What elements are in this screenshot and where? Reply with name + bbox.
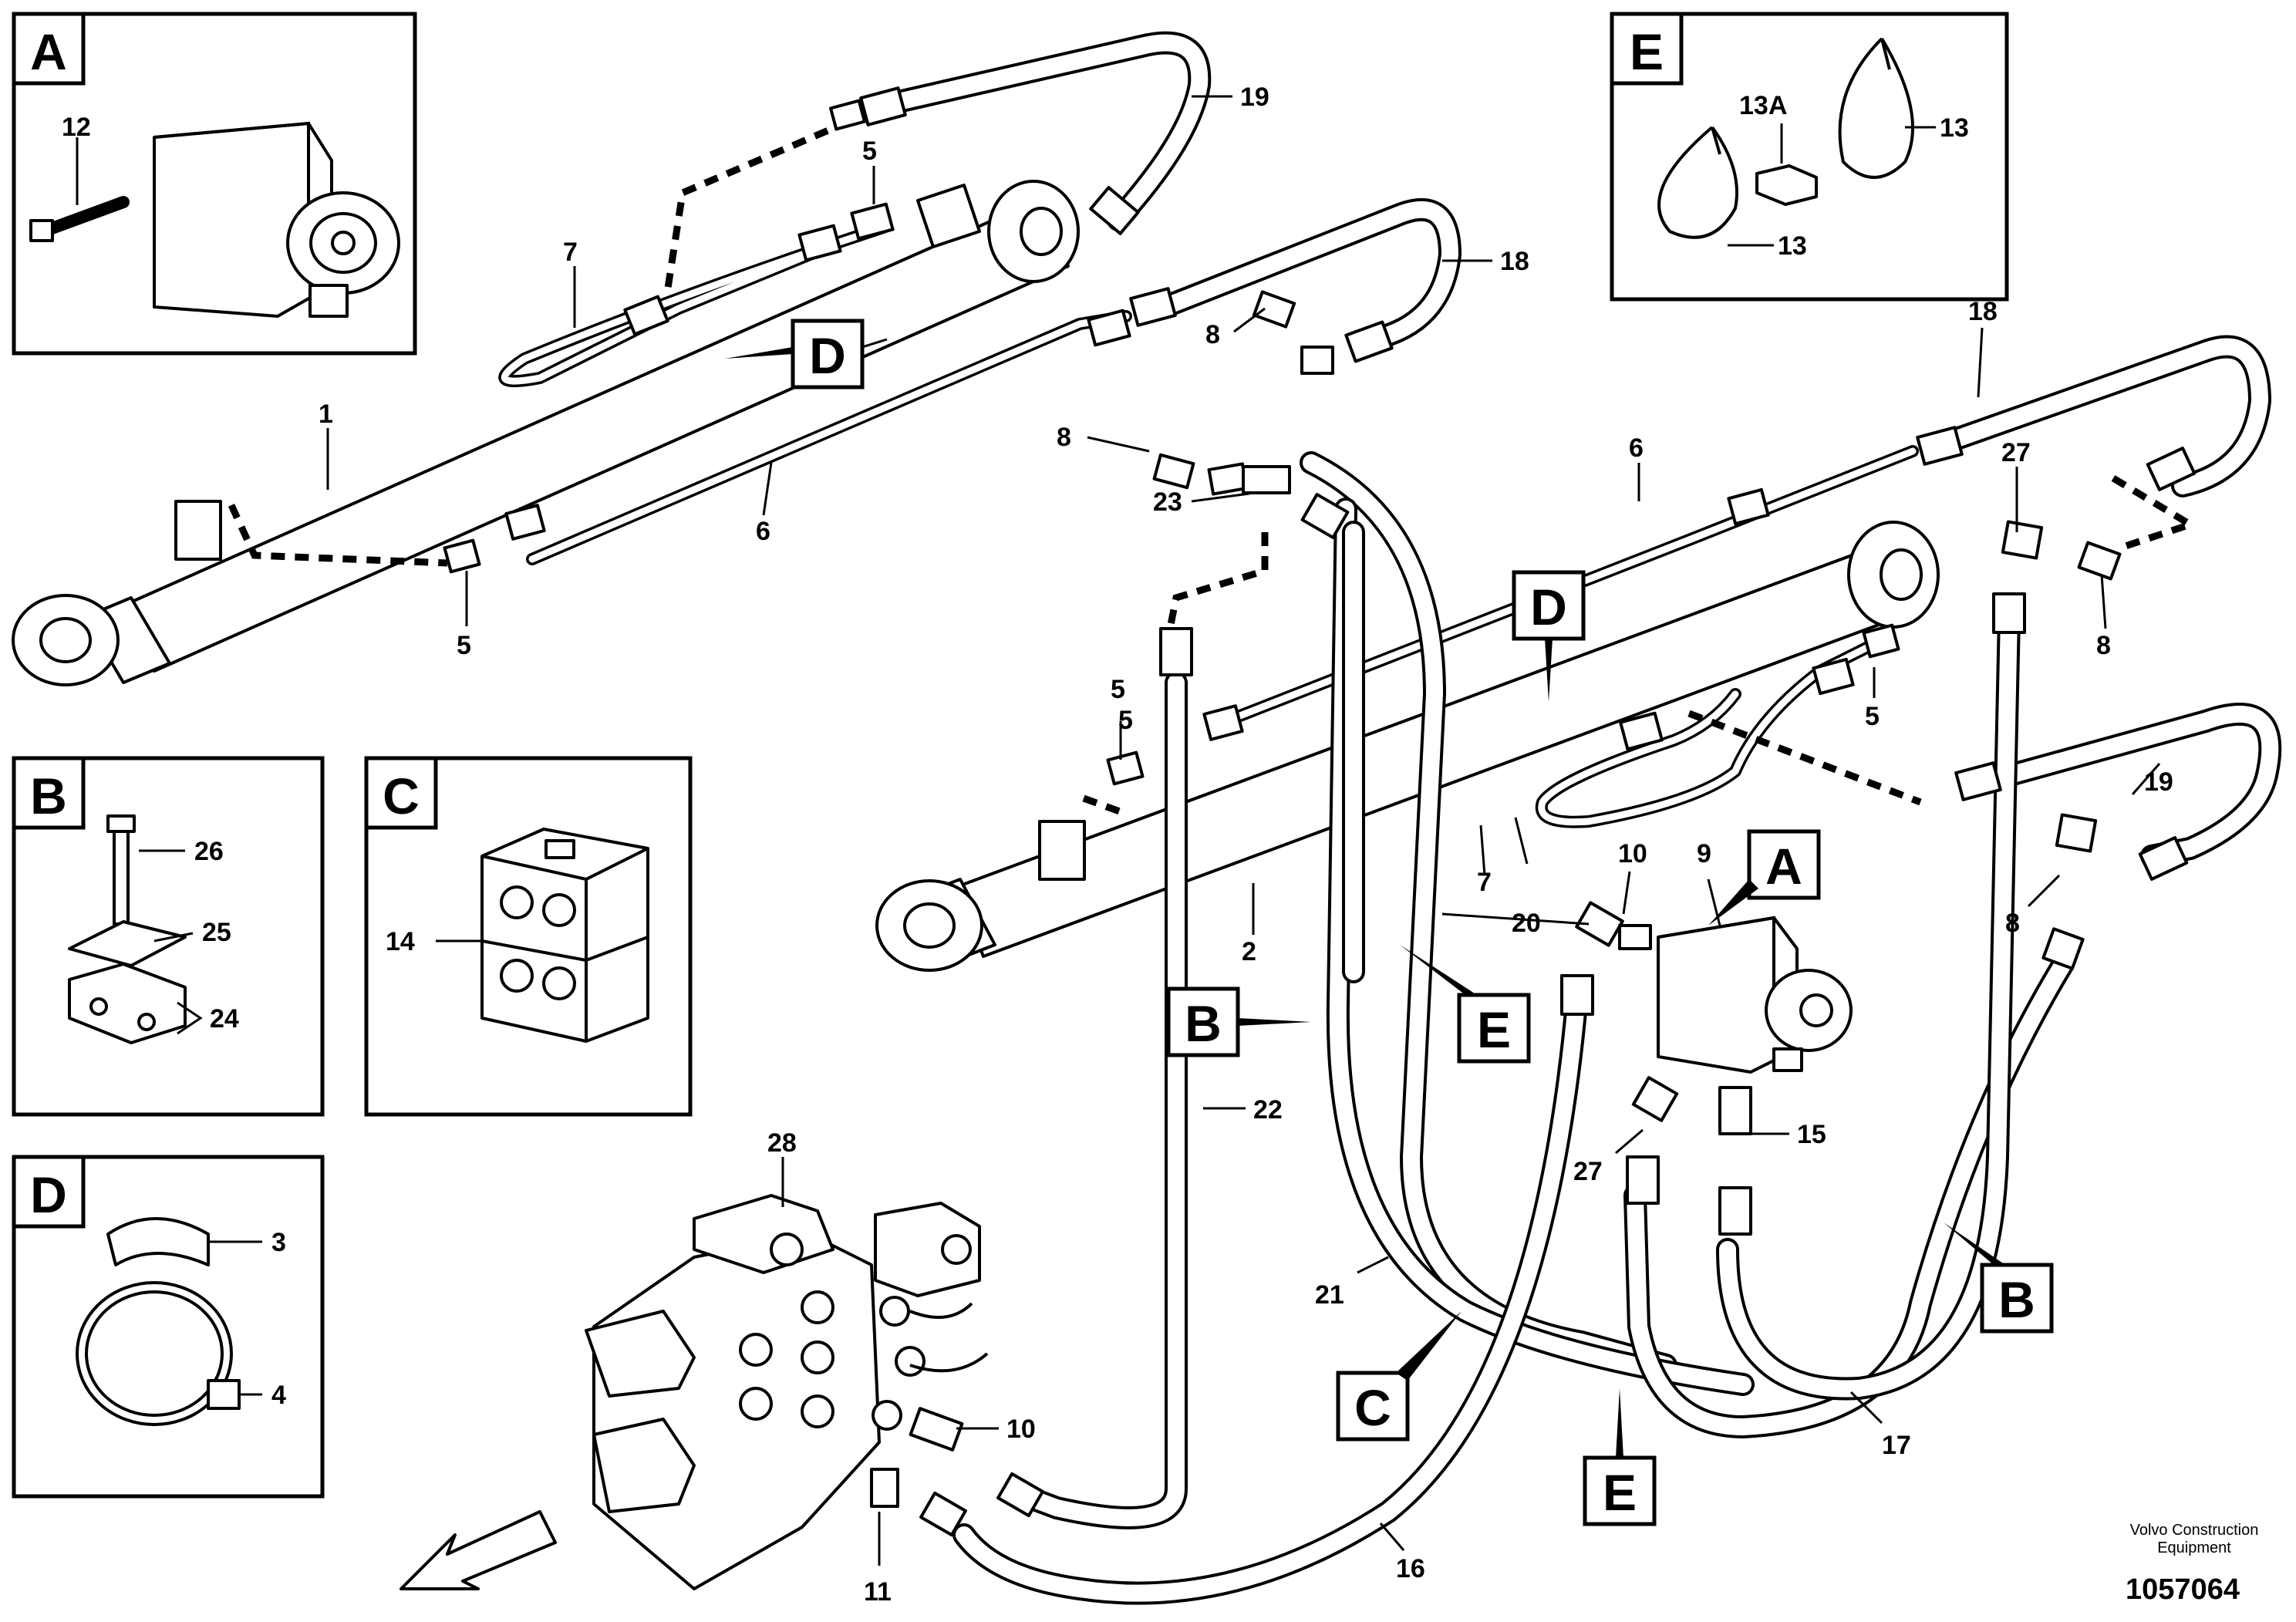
fittings bbox=[443, 86, 2197, 1537]
inset-e-part-13a: 13A bbox=[1739, 91, 1787, 120]
part-22: 22 bbox=[1253, 1095, 1283, 1125]
callout-e-lower: E bbox=[1583, 1388, 1657, 1526]
part-10-lower: 10 bbox=[1006, 1415, 1036, 1444]
callout-d-upper: D bbox=[725, 319, 888, 389]
hose-21 bbox=[1326, 497, 1755, 1396]
inset-b-part-26: 26 bbox=[194, 837, 224, 866]
callout-e-upper-letter: E bbox=[1477, 1001, 1511, 1058]
hose-18-lower bbox=[1932, 335, 2271, 497]
pipe-7-upper bbox=[498, 221, 889, 388]
dash-23 bbox=[1161, 532, 1269, 656]
part-8-mid: 8 bbox=[1057, 423, 1071, 452]
part-5-lower: 5 bbox=[1118, 706, 1133, 735]
dash-7-19 bbox=[663, 108, 873, 294]
inset-e-part-13-bottom: 13 bbox=[1778, 231, 1807, 261]
hose-19-lower bbox=[1971, 703, 2282, 868]
hose-18-upper bbox=[1149, 197, 1462, 351]
callout-c-main: C bbox=[1336, 1311, 1462, 1442]
part-10-upper: 10 bbox=[1618, 839, 1647, 868]
leader-lines bbox=[326, 95, 2161, 1566]
part-8-upper: 8 bbox=[1205, 320, 1220, 349]
dash-2-5 bbox=[1082, 794, 1128, 818]
inset-b-part-25: 25 bbox=[202, 918, 231, 947]
part-23: 23 bbox=[1153, 487, 1182, 517]
cylinder-1 bbox=[12, 180, 1080, 686]
pipe-7-lower bbox=[1535, 634, 1888, 828]
part-16: 16 bbox=[1396, 1554, 1425, 1583]
part-27-upper: 27 bbox=[2001, 438, 2031, 467]
callout-b-right-letter: B bbox=[1998, 1271, 2035, 1328]
company-line-2: Equipment bbox=[2157, 1539, 2231, 1556]
part-11: 11 bbox=[864, 1577, 892, 1607]
part-5-mid: 5 bbox=[1111, 675, 1125, 704]
footer: Volvo Construction Equipment 1057064 bbox=[2126, 1522, 2258, 1606]
part-28: 28 bbox=[767, 1128, 797, 1158]
hose-22 bbox=[1014, 671, 1188, 1529]
inset-d-letter: D bbox=[30, 1166, 67, 1223]
inset-a-letter: A bbox=[30, 23, 67, 80]
part-1: 1 bbox=[319, 400, 333, 429]
company-line-1: Volvo Construction bbox=[2130, 1522, 2259, 1539]
part-27-lower: 27 bbox=[1573, 1157, 1603, 1186]
part-21: 21 bbox=[1315, 1280, 1344, 1310]
inset-a: A 12 bbox=[12, 12, 417, 356]
inset-b: B 26 25 24 bbox=[12, 756, 325, 1117]
callout-a-main-letter: A bbox=[1765, 838, 1802, 895]
callout-a-main: A bbox=[1708, 829, 1821, 926]
callout-e-upper: E bbox=[1400, 945, 1531, 1064]
part-20: 20 bbox=[1512, 909, 1541, 938]
inset-d-part-3: 3 bbox=[271, 1228, 286, 1257]
inset-b-letter: B bbox=[30, 767, 67, 824]
inset-a-part-12: 12 bbox=[62, 113, 91, 142]
drawing-number: 1057064 bbox=[2126, 1573, 2240, 1606]
part-5-upper: 5 bbox=[862, 137, 877, 166]
callout-b-right: B bbox=[1944, 1222, 2054, 1334]
callout-c-main-letter: C bbox=[1354, 1379, 1391, 1436]
hose-19-upper bbox=[860, 31, 1212, 231]
callout-b-left-letter: B bbox=[1185, 995, 1222, 1052]
part-18-upper: 18 bbox=[1500, 247, 1529, 276]
part-8-right: 8 bbox=[2096, 631, 2111, 660]
inset-e-part-13-top: 13 bbox=[1940, 113, 1969, 143]
callout-d-lower: D bbox=[1512, 570, 1586, 702]
hose-16 bbox=[952, 983, 1589, 1605]
part-6-upper: 6 bbox=[756, 517, 770, 546]
part-2: 2 bbox=[1242, 937, 1256, 966]
inset-c: C 14 bbox=[364, 756, 693, 1117]
dash-7-19-lower bbox=[1687, 710, 1922, 806]
inset-e: E 13A 13 13 bbox=[1610, 12, 2009, 302]
part-number-labels: 19 5 7 18 8 8 23 1 6 5 5 18 27 6 8 5 19 … bbox=[319, 83, 2173, 1607]
control-valve-28 bbox=[585, 1194, 989, 1590]
direction-arrow bbox=[400, 1510, 557, 1590]
part-6-lower: 6 bbox=[1629, 433, 1644, 463]
inset-c-part-14: 14 bbox=[386, 927, 415, 956]
valve-9 bbox=[1657, 916, 1853, 1074]
part-18-lower: 18 bbox=[1968, 297, 1998, 326]
callout-d-upper-letter: D bbox=[809, 327, 846, 384]
callout-b-left: B bbox=[1166, 986, 1311, 1057]
part-7-upper: 7 bbox=[563, 238, 578, 267]
callout-d-lower-letter: D bbox=[1530, 578, 1567, 636]
callout-e-lower-letter: E bbox=[1603, 1464, 1637, 1521]
inset-b-part-24: 24 bbox=[210, 1004, 239, 1034]
dash-18-8 bbox=[2111, 475, 2199, 551]
bolt-12 bbox=[42, 196, 130, 236]
part-7-lower: 7 bbox=[1477, 868, 1492, 897]
part-19-upper: 19 bbox=[1240, 83, 1269, 112]
part-15: 15 bbox=[1797, 1120, 1826, 1149]
part-5-left: 5 bbox=[457, 631, 471, 660]
part-9: 9 bbox=[1697, 839, 1711, 868]
inset-e-letter: E bbox=[1630, 23, 1664, 80]
pipe-6-lower bbox=[1220, 445, 1919, 727]
part-8-lower: 8 bbox=[2005, 909, 2020, 938]
part-5-right: 5 bbox=[1865, 702, 1880, 731]
inset-d: D 3 4 bbox=[12, 1155, 325, 1499]
inset-c-letter: C bbox=[383, 767, 420, 824]
dash-1-5 bbox=[228, 504, 448, 567]
part-17: 17 bbox=[1882, 1431, 1911, 1460]
inset-d-part-4: 4 bbox=[271, 1381, 286, 1410]
part-19-lower: 19 bbox=[2144, 767, 2173, 797]
